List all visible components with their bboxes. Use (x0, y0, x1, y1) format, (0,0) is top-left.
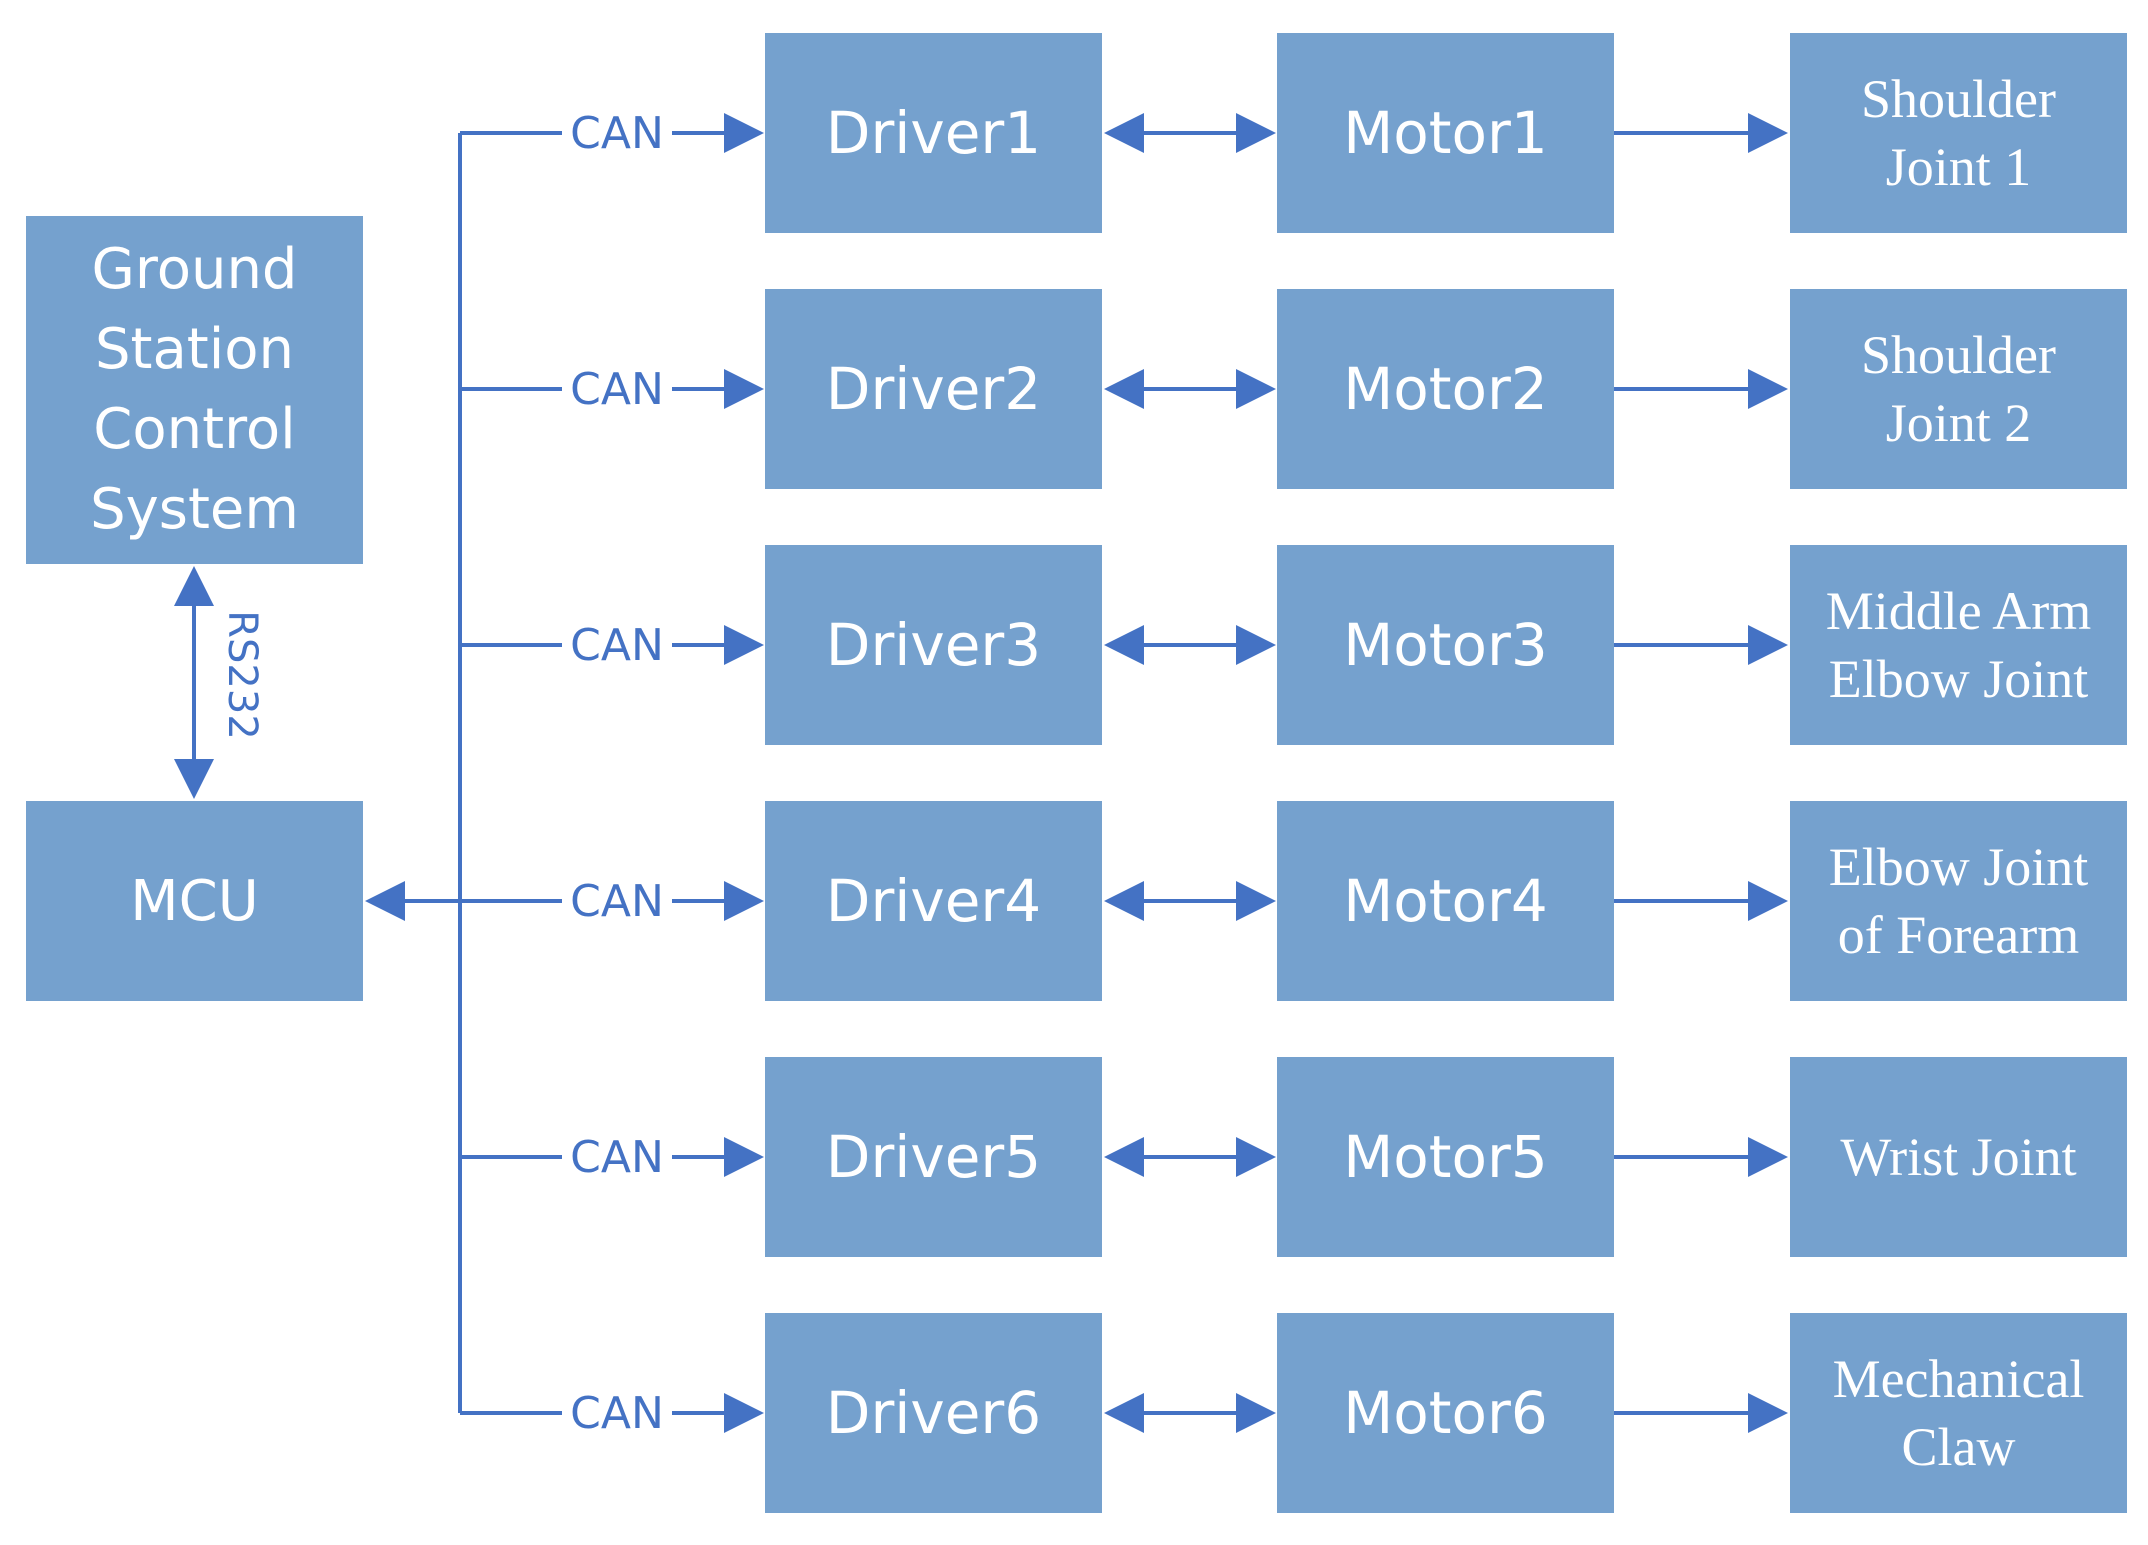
joint-label-line: Wrist Joint (1840, 1127, 2077, 1187)
can-label-2: CAN (562, 364, 672, 415)
joint-label-line: Shoulder (1861, 325, 2056, 385)
driver-box-1: Driver1 (765, 33, 1102, 233)
ground-station-line-1: Ground (91, 237, 298, 302)
can-label-3: CAN (562, 620, 672, 671)
ground-station-line-3: Control (93, 397, 296, 462)
motor-box-6: Motor6 (1277, 1313, 1614, 1513)
driver-box-3: Driver3 (765, 545, 1102, 745)
motor-box-5: Motor5 (1277, 1057, 1614, 1257)
rs232-label: RS232 (219, 585, 265, 765)
motor-box-3: Motor3 (1277, 545, 1614, 745)
joint-label-line: Joint 2 (1885, 393, 2032, 453)
driver-label-4: Driver4 (825, 867, 1042, 935)
ground-station-box: Ground Station Control System (26, 216, 363, 564)
motor-label-1: Motor1 (1343, 99, 1548, 167)
joint-box-4: Elbow Joint of Forearm (1790, 801, 2127, 1001)
ground-station-label: Ground Station Control System (90, 230, 299, 550)
motor-box-2: Motor2 (1277, 289, 1614, 489)
driver-box-5: Driver5 (765, 1057, 1102, 1257)
motor-label-5: Motor5 (1343, 1123, 1548, 1191)
driver-box-6: Driver6 (765, 1313, 1102, 1513)
joint-label-line: of Forearm (1837, 905, 2080, 965)
ground-station-line-2: Station (94, 317, 295, 382)
joint-label-line: Middle Arm (1825, 581, 2092, 641)
joint-label-line: Elbow Joint (1828, 649, 2089, 709)
motor-label-3: Motor3 (1343, 611, 1548, 679)
driver-box-4: Driver4 (765, 801, 1102, 1001)
joint-label-4: Elbow Joint of Forearm (1829, 833, 2089, 969)
can-label-4: CAN (562, 876, 672, 927)
driver-label-3: Driver3 (825, 611, 1042, 679)
motor-label-4: Motor4 (1343, 867, 1548, 935)
joint-label-line: Shoulder (1861, 69, 2056, 129)
driver-label-1: Driver1 (825, 99, 1042, 167)
driver-label-2: Driver2 (825, 355, 1042, 423)
joint-label-line: Claw (1901, 1417, 2016, 1477)
can-label-1: CAN (562, 108, 672, 159)
can-label-6: CAN (562, 1388, 672, 1439)
driver-label-5: Driver5 (825, 1123, 1042, 1191)
motor-box-4: Motor4 (1277, 801, 1614, 1001)
joint-label-line: Mechanical (1832, 1349, 2085, 1409)
joint-label-5: Wrist Joint (1840, 1123, 2076, 1191)
mcu-label: MCU (130, 868, 259, 934)
driver-label-6: Driver6 (825, 1379, 1042, 1447)
ground-station-line-4: System (90, 477, 299, 542)
motor-label-6: Motor6 (1343, 1379, 1548, 1447)
motor-label-2: Motor2 (1343, 355, 1548, 423)
driver-box-2: Driver2 (765, 289, 1102, 489)
joint-label-line: Elbow Joint (1828, 837, 2089, 897)
joint-box-5: Wrist Joint (1790, 1057, 2127, 1257)
joint-label-line: Joint 1 (1885, 137, 2032, 197)
motor-box-1: Motor1 (1277, 33, 1614, 233)
mcu-box: MCU (26, 801, 363, 1001)
can-label-5: CAN (562, 1132, 672, 1183)
